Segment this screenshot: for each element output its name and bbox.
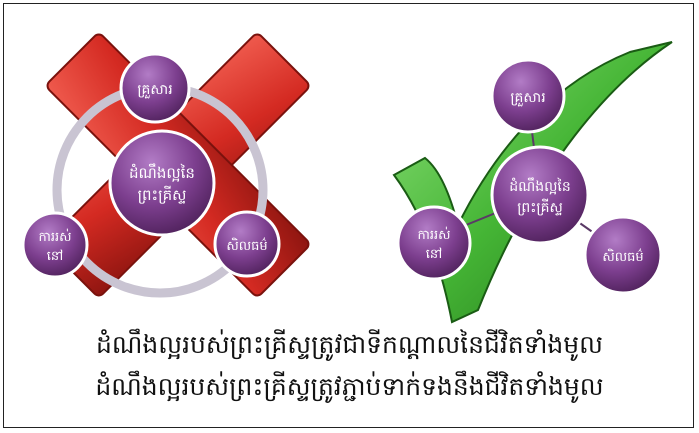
right-top-node: គ្រួសារ (490, 58, 566, 134)
right-top-label: គ្រួសារ (510, 90, 545, 107)
left-center-line-2: ព្រះគ្រីស្ទ (138, 185, 187, 204)
left-right-node: សិលធម៌ (213, 210, 281, 278)
left-left-line-1: ការរស់ (38, 228, 71, 245)
right-center-node: ដំណឹងល្អនៃ ព្រះគ្រីស្ទ (490, 145, 590, 245)
right-left-line-2: នៅ (426, 247, 443, 262)
right-left-node: ការរស់ នៅ (396, 205, 472, 281)
left-top-node: គ្រួសារ (119, 52, 191, 124)
right-left-line-1: ការរស់ (417, 226, 450, 243)
left-left-node: ការរស់ នៅ (21, 211, 89, 279)
left-center-node: ដំណឹងល្អនៃ ព្រះគ្រីស្ទ (108, 129, 216, 237)
right-center-line-1: ដំណឹងល្អនៃ (509, 177, 571, 195)
left-right-label: សិលធម៌ (226, 237, 267, 254)
right-center-line-2: ព្រះគ្រីស្ទ (517, 198, 563, 216)
left-left-line-2: នៅ (47, 249, 64, 264)
right-right-label: សិលធម៌ (602, 248, 643, 265)
right-right-node: សិលធម៌ (583, 215, 663, 295)
caption-line-1: ដំណឹងល្អរបស់ព្រះគ្រីស្ទត្រូវជាទីកណ្តាលនៃ… (96, 330, 603, 359)
left-center-line-1: ដំណឹងល្អនៃ (129, 163, 195, 182)
caption-line-2: ដំណឹងល្អរបស់ព្រះគ្រីស្ទត្រូវភ្ជាប់ទាក់ទង… (95, 372, 604, 401)
left-top-label: គ្រួសារ (137, 82, 172, 99)
